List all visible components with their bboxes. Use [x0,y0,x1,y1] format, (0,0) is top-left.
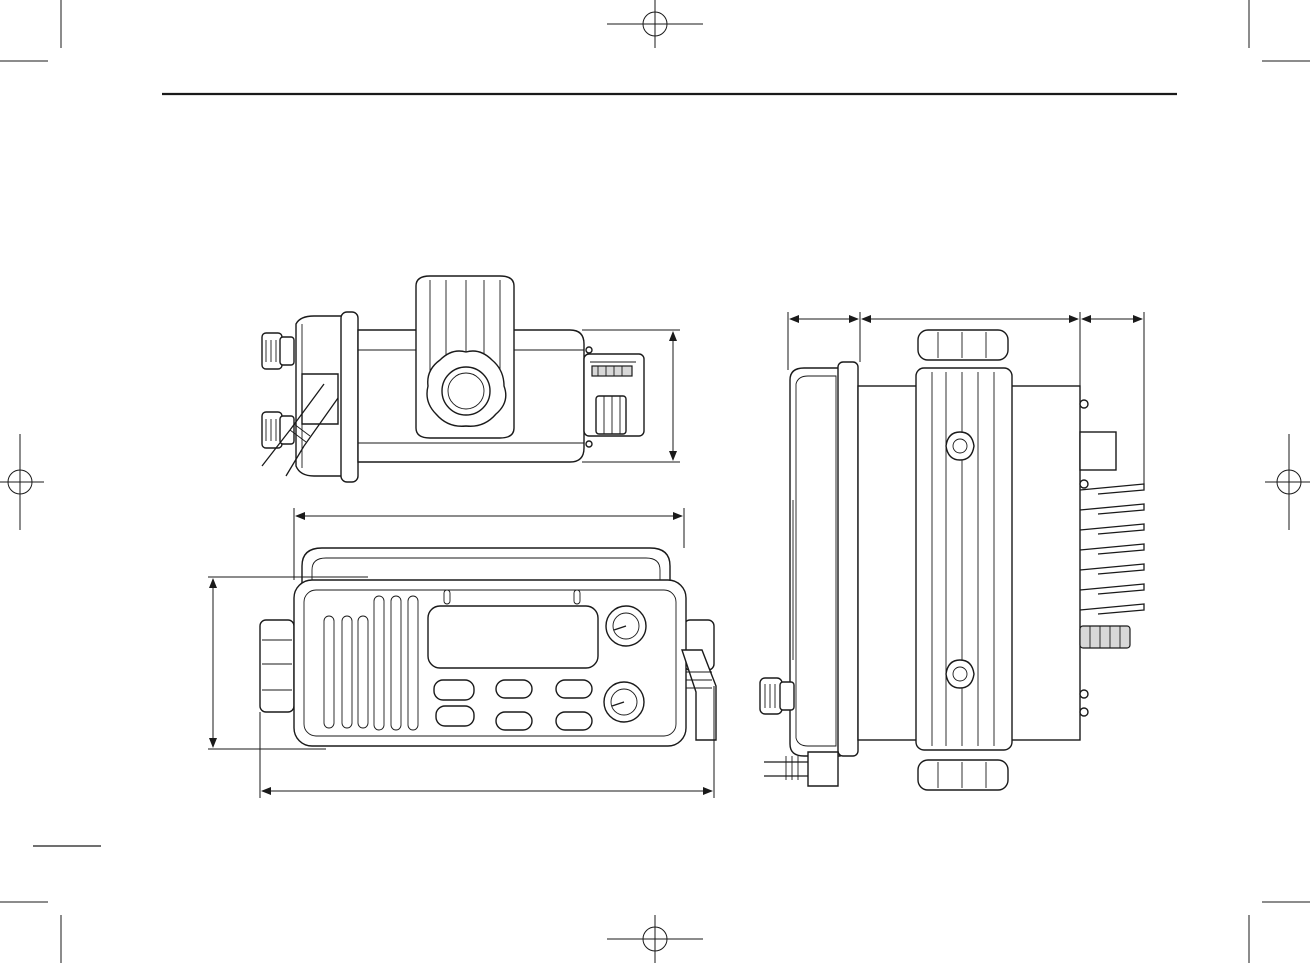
radio-top-view-drawing [262,276,680,482]
heat-sink-fins [1080,484,1144,614]
radio-front-view-drawing [208,508,716,798]
registration-mark-bottom [607,915,703,963]
top-view-upper-knob [262,333,294,369]
side-bottom-knob [918,760,1008,790]
lcd-display [428,606,598,668]
side-bracket-clamp [916,368,1012,750]
side-top-knob [918,330,1008,360]
registration-mark-top [607,0,703,48]
registration-mark-right [1265,434,1310,530]
squelch-dial [604,682,644,722]
volume-dial [606,606,646,646]
registration-mark-left [0,434,44,530]
radio-side-view-drawing [760,312,1144,790]
